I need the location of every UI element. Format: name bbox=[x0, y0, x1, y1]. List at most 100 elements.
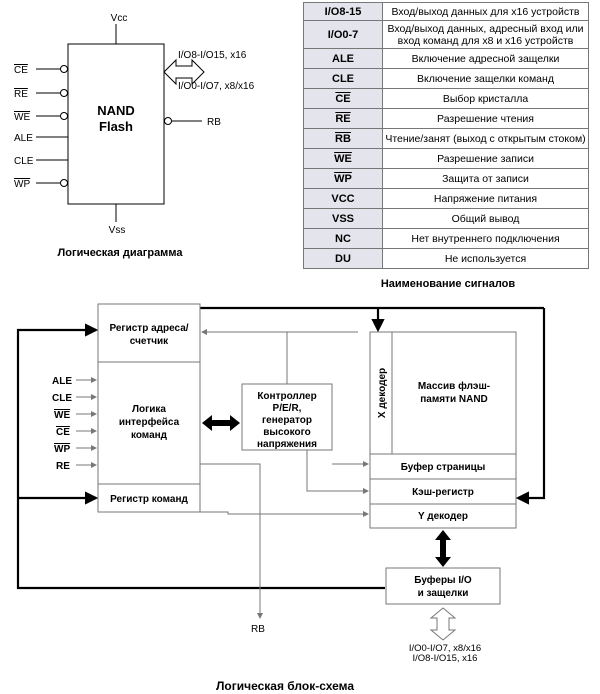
input-ce-label: CE bbox=[56, 427, 70, 438]
input-signals: ALE CLE WE CE WP RE bbox=[52, 376, 97, 472]
io-x8-label: I/O0-I/O7, x8/x16 bbox=[178, 81, 255, 92]
block-rb-label: RB bbox=[251, 624, 265, 635]
signal-name: VCC bbox=[303, 188, 383, 209]
logic-ctrl-arrow-icon bbox=[202, 415, 240, 431]
signal-name: CLE bbox=[303, 68, 383, 89]
io-buffer-label-2: и защелки bbox=[418, 588, 469, 599]
io-x16-label: I/O8-I/O15, x16 bbox=[178, 50, 247, 61]
thick-buses bbox=[16, 306, 546, 590]
signal-description: Выбор кристалла bbox=[382, 88, 589, 109]
signal-name: ALE bbox=[303, 48, 383, 69]
pin-re: RE bbox=[14, 89, 68, 100]
signal-name: WE bbox=[303, 148, 383, 169]
addr-reg-label-2: счетчик bbox=[130, 336, 169, 347]
signal-name: VSS bbox=[303, 208, 383, 229]
pin-wp-label: WP bbox=[14, 179, 30, 190]
signal-description: Включение адресной защелки bbox=[382, 48, 589, 69]
thin-routes bbox=[200, 329, 369, 619]
page-buffer-label: Буфер страницы bbox=[401, 461, 486, 473]
signal-description: Разрешение записи bbox=[382, 148, 589, 169]
block-io-label-1: I/O0-I/O7, x8/x16 bbox=[409, 643, 481, 654]
logic-diagram-caption: Логическая диаграмма bbox=[58, 247, 184, 259]
chip-label-1: NAND bbox=[97, 103, 135, 118]
signal-description: Разрешение чтения bbox=[382, 108, 589, 129]
signal-description: Напряжение питания bbox=[382, 188, 589, 209]
signal-name: WP bbox=[303, 168, 383, 189]
signal-description: Вход/выход данных, адресный вход или вхо… bbox=[382, 20, 589, 49]
input-ale-label: ALE bbox=[52, 376, 72, 387]
signal-name: NC bbox=[303, 228, 383, 249]
ctrl-label-3: генератор bbox=[262, 415, 312, 426]
ctrl-label-1: Контроллер bbox=[257, 391, 316, 402]
page-buffer-box bbox=[369, 453, 517, 480]
array-label-2: памяти NAND bbox=[420, 394, 488, 405]
rb-pin-label: RB bbox=[207, 117, 221, 128]
pin-ale-label: ALE bbox=[14, 133, 33, 144]
signal-table-caption: Наименование сигналов bbox=[381, 278, 516, 290]
y-decoder-label: Y декодер bbox=[418, 511, 468, 522]
signal-name: RE bbox=[303, 108, 383, 129]
x-decoder-label: X декодер bbox=[377, 368, 388, 418]
ctrl-label-4: высокого bbox=[263, 427, 310, 438]
array-group-box bbox=[369, 331, 517, 455]
logic-label-3: команд bbox=[131, 430, 168, 441]
input-cle-label: CLE bbox=[52, 393, 72, 404]
pin-we-label: WE bbox=[14, 112, 30, 123]
ctrl-label-5: напряжения bbox=[257, 439, 317, 450]
chip-label-2: Flash bbox=[99, 119, 133, 134]
input-we-label: WE bbox=[54, 410, 70, 421]
pin-cle-label: CLE bbox=[14, 156, 34, 167]
signal-name: DU bbox=[303, 248, 383, 269]
ctrl-label-2: P/E/R, bbox=[273, 403, 302, 414]
y-decoder-box bbox=[369, 503, 517, 529]
signal-description: Чтение/занят (выход с открытым стоком) bbox=[382, 128, 589, 149]
signal-description: Нет внутреннего подключения bbox=[382, 228, 589, 249]
pin-cle: CLE bbox=[14, 156, 68, 167]
ydec-io-arrow-icon bbox=[435, 530, 451, 567]
cache-reg-label: Кэш-регистр bbox=[412, 487, 474, 498]
signal-name: I/O0-7 bbox=[303, 20, 383, 49]
block-io-label-2: I/O8-I/O15, x16 bbox=[413, 653, 478, 664]
addr-reg-label-1: Регистр адреса/ bbox=[109, 323, 188, 334]
signal-name: CE bbox=[303, 88, 383, 109]
signal-description: Общий вывод bbox=[382, 208, 589, 229]
io-buffer-box bbox=[385, 567, 501, 605]
pin-ce: CE bbox=[14, 65, 68, 76]
signal-description: Защита от записи bbox=[382, 168, 589, 189]
logic-label-1: Логика bbox=[132, 404, 166, 415]
nand-chip-box bbox=[67, 43, 165, 205]
rb-pin-circle bbox=[164, 117, 172, 125]
cmd-reg-box bbox=[97, 483, 201, 513]
logic-box bbox=[97, 361, 201, 485]
signal-description: Вход/выход данных для x16 устройств bbox=[382, 2, 589, 21]
signal-description: Включение защелки команд bbox=[382, 68, 589, 89]
block-diagram-caption: Логическая блок-схема bbox=[216, 679, 354, 693]
logic-label-2: интерфейса bbox=[119, 416, 180, 428]
io-bus-arrow-icon bbox=[163, 58, 205, 86]
array-label-1: Массив флэш- bbox=[418, 380, 490, 392]
io-bus-bottom-arrow-icon bbox=[429, 607, 457, 641]
vcc-label: Vcc bbox=[111, 13, 128, 24]
cmd-reg-label: Регистр команд bbox=[110, 494, 188, 505]
input-re-label: RE bbox=[56, 461, 70, 472]
signal-description: Не используется bbox=[382, 248, 589, 269]
signal-name: RB bbox=[303, 128, 383, 149]
pin-wp: WP bbox=[14, 179, 68, 190]
pin-re-label: RE bbox=[14, 89, 28, 100]
pin-ce-label: CE bbox=[14, 65, 28, 76]
vss-label: Vss bbox=[109, 225, 126, 236]
pin-we: WE bbox=[14, 112, 68, 123]
